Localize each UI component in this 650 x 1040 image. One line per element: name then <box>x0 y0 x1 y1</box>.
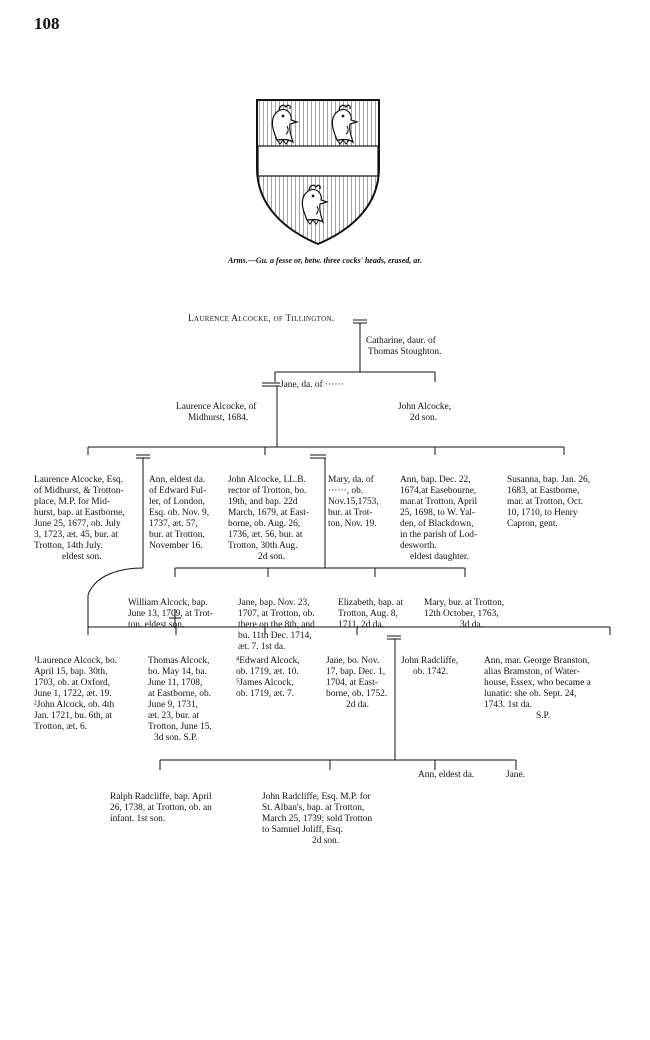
laurence-and-john-alcock: ¹Laurence Alcock, bo.April 15, bap. 30th… <box>34 634 117 744</box>
jane-alcock-1704: Jane, bo. Nov.17, bap. Dec. 1,1704, at E… <box>326 634 387 722</box>
ann-fuller: Ann, eldest da.of Edward Ful-ler, of Lon… <box>149 453 209 563</box>
jane-wife-of-laurence: Jane, da. of ······ <box>280 380 344 391</box>
ann-branston: Ann, mar. George Branston,alias Bramston… <box>484 634 591 733</box>
mary-alcock-1763: Mary, bur. at Trotton,12th October, 1763… <box>424 576 504 642</box>
john-alcocke-2d-son: John Alcocke,2d son. <box>398 380 451 435</box>
edward-and-james-alcock: ⁴Edward Alcock,ob. 1719, æt. 10.⁵James A… <box>236 634 300 711</box>
laurence-alcocke-esq: Laurence Alcocke, Esq.of Midhurst, & Tro… <box>34 453 125 574</box>
ann-radcliffe: Ann, eldest da. <box>418 770 474 781</box>
susanna-capron: Susanna, bap. Jan. 26,1683, at Eastborne… <box>507 453 590 541</box>
john-alcocke-llb: John Alcocke, LL.B.rector of Trotton, bo… <box>228 453 309 574</box>
mary-wife-of-john: Mary, da. of······, ob.Nov.15,1753,bur. … <box>328 453 379 541</box>
ann-yalden: Ann, bap. Dec. 22,1674,at Easebourne,mar… <box>400 453 477 574</box>
john-radcliffe-1742: John Radcliffe,ob. 1742. <box>401 634 458 689</box>
laurence-alcocke-tillington: Laurence Alcocke, of Tillington. <box>188 314 334 325</box>
jane-radcliffe: Jane. <box>506 770 525 781</box>
william-alcock: William Alcock, bap.June 13, 1709, at Tr… <box>128 576 213 642</box>
thomas-alcock: Thomas Alcock,bo. May 14, ba.June 11, 17… <box>148 634 212 755</box>
